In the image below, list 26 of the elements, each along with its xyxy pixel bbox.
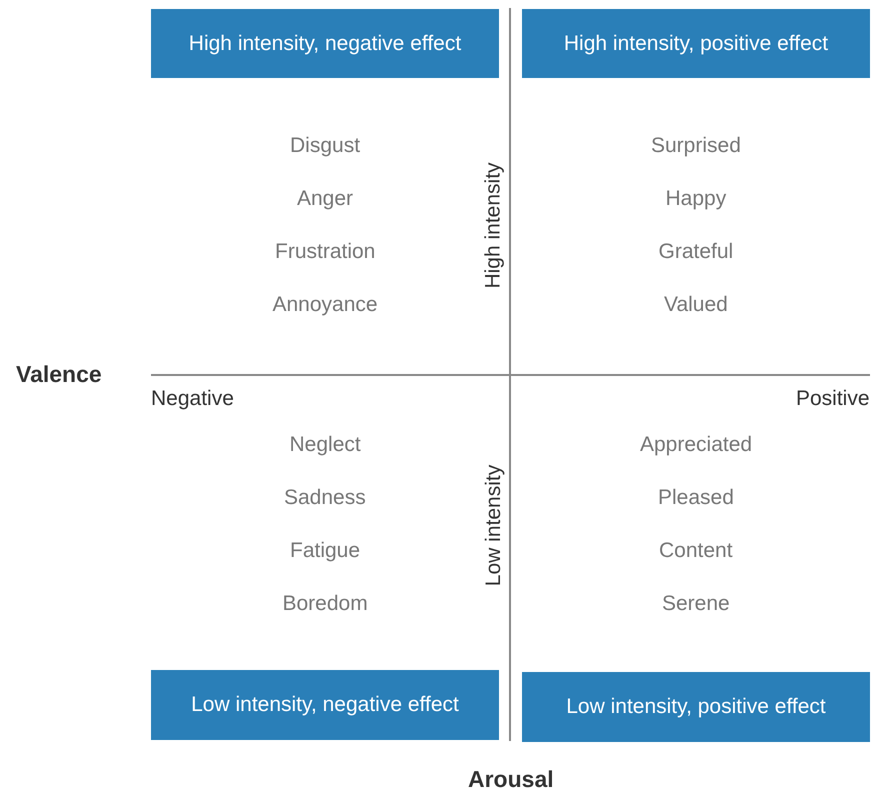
- emotion-label: Surprised: [651, 134, 741, 156]
- emotion-label: Serene: [662, 592, 730, 614]
- emotion-label: Neglect: [290, 434, 361, 454]
- emotion-label: Boredom: [282, 592, 368, 614]
- axis-end-label: Positive: [796, 388, 870, 408]
- quadrant-header-box: High intensity, positive effect: [522, 9, 870, 78]
- axis-title: Arousal: [468, 768, 554, 790]
- axis-label: High intensity: [482, 162, 504, 288]
- emotion-label: Grateful: [658, 240, 734, 262]
- emotion-label: Happy: [666, 188, 726, 208]
- emotion-label: Pleased: [658, 486, 734, 508]
- quadrant-header-box: High intensity, negative effect: [151, 9, 499, 78]
- emotion-label: Sadness: [284, 486, 366, 508]
- emotion-label: Anger: [297, 188, 354, 208]
- quadrant-header-box: Low intensity, negative effect: [151, 670, 499, 740]
- emotion-label: Appreciated: [640, 434, 752, 454]
- emotion-label: Fatigue: [290, 540, 360, 560]
- axis-label: Low intensity: [482, 464, 504, 586]
- emotion-label: Frustration: [275, 240, 376, 262]
- emotion-label: Valued: [664, 294, 728, 314]
- quadrant-header-box: Low intensity, positive effect: [522, 672, 870, 742]
- emotion-label: Content: [659, 540, 733, 560]
- emotion-label: Disgust: [290, 134, 360, 156]
- emotion-label: Annoyance: [272, 294, 378, 314]
- axis-title: Valence: [16, 362, 102, 386]
- axis-end-label: Negative: [151, 388, 234, 408]
